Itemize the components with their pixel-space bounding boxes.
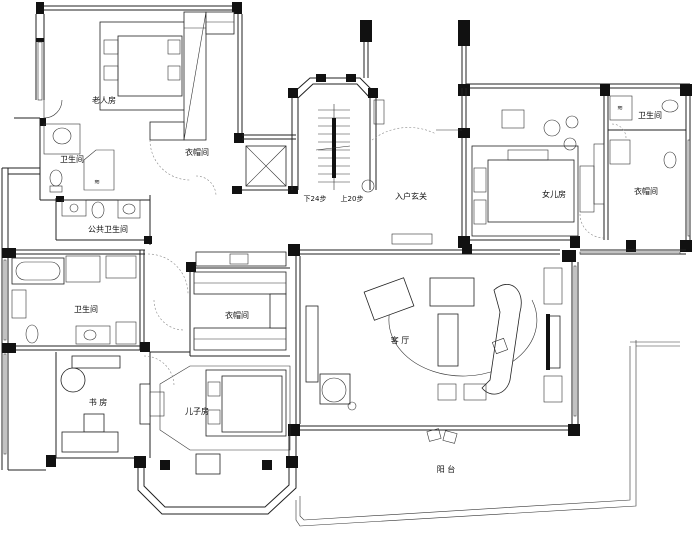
label-closet-right: 衣帽间 — [634, 186, 658, 196]
label-bath-left: 卫生间 — [74, 304, 98, 314]
elder-room — [43, 11, 235, 141]
label-study: 书 房 — [89, 397, 108, 407]
label-living-room: 客 厅 — [391, 335, 410, 345]
closet-mid — [193, 251, 287, 351]
daughter-room: ≋ — [471, 95, 679, 237]
label-stairs-up: 上20步 — [341, 194, 364, 203]
bath-top-left: ≋ — [43, 123, 115, 193]
study — [60, 355, 121, 453]
label-bath-top-left: 卫生间 — [60, 154, 84, 164]
label-son-room: 儿子房 — [185, 406, 209, 416]
label-public-bath: 公共卫生间 — [88, 224, 128, 234]
son-room — [139, 365, 291, 475]
room-labels: 老人房 衣帽间 卫生间 公共卫生间 卫生间 书 房 衣帽间 儿子房 客 厅 阳 … — [60, 95, 662, 474]
label-stairs-down: 下24步 — [304, 195, 327, 203]
label-closet-mid: 衣帽间 — [225, 310, 249, 320]
windows — [3, 41, 691, 455]
door-swings — [143, 123, 627, 387]
walls — [1, 2, 692, 527]
public-bath — [61, 199, 141, 219]
label-closet-top: 衣帽间 — [185, 147, 209, 157]
living-room — [305, 267, 563, 411]
label-daughter-room: 女儿房 — [542, 189, 566, 199]
balcony — [426, 428, 458, 444]
bath-left — [11, 255, 137, 345]
entrance — [371, 127, 462, 245]
stairs — [245, 99, 385, 193]
label-entrance: 入户玄关 — [395, 191, 427, 201]
label-elder-room: 老人房 — [92, 95, 116, 105]
label-balcony: 阳 台 — [437, 464, 456, 474]
label-bath-right: 卫生间 — [638, 110, 662, 120]
svg-text:≋: ≋ — [617, 104, 623, 112]
svg-text:≋: ≋ — [94, 178, 100, 186]
